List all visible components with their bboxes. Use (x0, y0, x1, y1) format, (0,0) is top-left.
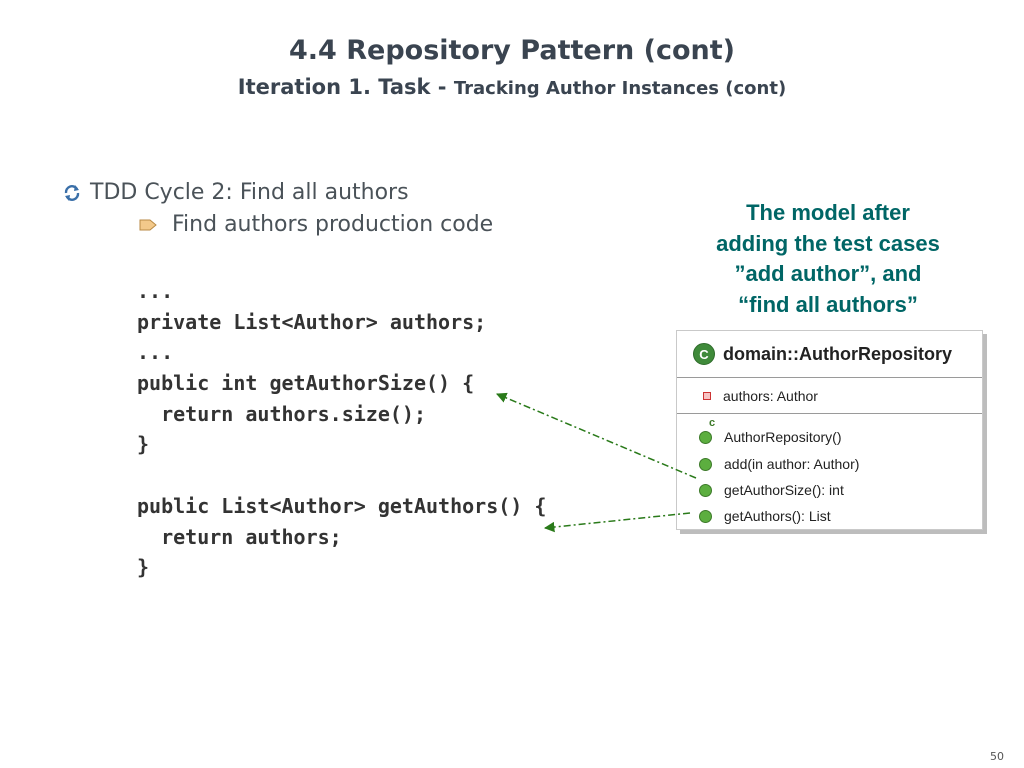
uml-class-header: C domain::AuthorRepository (677, 331, 982, 377)
uml-attribute: authors: Author (677, 384, 818, 408)
code-line (137, 460, 546, 491)
code-line: ... (137, 340, 174, 365)
uml-method: add(in author: Author) (677, 452, 859, 476)
uml-method: getAuthors(): List (677, 504, 831, 528)
uml-method: c AuthorRepository() (677, 417, 842, 449)
bullet-level1: TDD Cycle 2: Find all authors (62, 180, 409, 205)
class-icon: C (693, 343, 715, 365)
bullet-level1-text: TDD Cycle 2: Find all authors (90, 180, 409, 205)
page-number: 50 (990, 750, 1004, 763)
code-block: ... private List<Author> authors; ... pu… (137, 276, 546, 583)
uml-class-box: C domain::AuthorRepository authors: Auth… (676, 330, 983, 530)
code-line: } (137, 432, 150, 457)
slide-title: 4.4 Repository Pattern (cont) (288, 35, 735, 66)
private-field-icon (703, 392, 711, 400)
code-line: } (137, 555, 150, 580)
model-caption: The model after adding the test cases ”a… (680, 198, 976, 320)
constructor-marker-icon: c (709, 417, 716, 429)
uml-divider (677, 413, 982, 414)
code-line: ... (137, 279, 174, 303)
slide-subtitle: Iteration 1. Task - Tracking Author Inst… (0, 72, 1024, 104)
caption-line: “find all authors” (738, 291, 918, 317)
code-line: return authors.size(); (137, 401, 426, 426)
uml-method-text: AuthorRepository() (724, 429, 842, 445)
public-method-icon (699, 457, 712, 471)
uml-method: getAuthorSize(): int (677, 478, 844, 502)
uml-method-text: getAuthorSize(): int (724, 482, 844, 498)
caption-line: The model after (746, 200, 910, 225)
code-line: public List<Author> getAuthors() { (137, 493, 547, 518)
subtitle-lead: Iteration 1. Task - (237, 75, 454, 99)
uml-attribute-text: authors: Author (723, 388, 818, 404)
cycle-bullet-icon (64, 184, 80, 201)
public-method-icon (699, 430, 712, 444)
uml-method-text: add(in author: Author) (724, 456, 860, 472)
uml-class-name: domain::AuthorRepository (723, 343, 952, 364)
code-line: private List<Author> authors; (137, 309, 487, 334)
caption-line: ”add author”, and (734, 261, 922, 286)
uml-method-text: getAuthors(): List (724, 508, 831, 524)
caption-line: adding the test cases (716, 230, 940, 256)
code-line: public int getAuthorSize() { (137, 371, 475, 396)
uml-divider (677, 377, 982, 378)
public-method-icon (699, 509, 712, 523)
arrow-bullet-icon (139, 219, 157, 230)
code-line: return authors; (137, 524, 342, 549)
arrow-getauthors (543, 512, 691, 533)
bullet-level2: Find authors production code (138, 212, 493, 237)
subtitle-rest: Tracking Author Instances (cont) (453, 78, 787, 99)
bullet-level2-text: Find authors production code (172, 212, 494, 237)
public-method-icon (699, 483, 712, 497)
